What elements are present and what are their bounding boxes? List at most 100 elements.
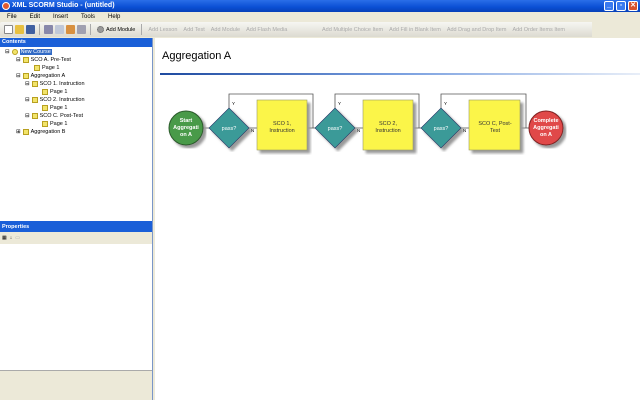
window-title: XML SCORM Studio - (untitled) xyxy=(12,2,115,9)
tree-node-page[interactable]: Page 1 xyxy=(42,89,67,95)
svg-text:Instruction: Instruction xyxy=(375,128,400,134)
svg-text:on A: on A xyxy=(180,132,192,138)
properties-description xyxy=(0,370,152,400)
sco-node-3[interactable]: SCO C, Post-Test xyxy=(468,99,521,151)
sco-node-1[interactable]: SCO 1,Instruction xyxy=(256,99,308,151)
add-drag-drop-button[interactable]: Add Drag and Drop Item xyxy=(446,26,507,33)
sco-icon xyxy=(31,81,38,87)
tree-node-page[interactable]: Page 1 xyxy=(42,121,67,127)
svg-text:pass?: pass? xyxy=(434,126,449,132)
app-icon xyxy=(2,2,10,10)
svg-text:Y: Y xyxy=(338,101,341,106)
preview-icon[interactable] xyxy=(77,25,86,34)
svg-text:pass?: pass? xyxy=(328,126,343,132)
main-canvas: Aggregation A Start Aggregati on A pass?… xyxy=(155,38,640,400)
tree-node-sco[interactable]: ⊟SCO 1. Instruction xyxy=(25,81,85,87)
svg-text:SCO C, Post-: SCO C, Post- xyxy=(478,121,511,127)
sort-alpha-icon[interactable]: ↓ xyxy=(9,235,13,241)
categorized-icon[interactable]: ▦ xyxy=(2,235,7,241)
contents-header: Contents xyxy=(0,38,152,47)
sco-icon xyxy=(31,97,38,103)
svg-text:on A: on A xyxy=(540,132,552,138)
add-multiple-choice-button[interactable]: Add Multiple Choice Item xyxy=(322,26,384,33)
folder-icon xyxy=(22,129,29,135)
svg-text:N: N xyxy=(357,128,360,133)
new-icon[interactable] xyxy=(4,25,13,34)
page-icon xyxy=(42,89,48,95)
page-title: Aggregation A xyxy=(162,50,232,62)
menu-tools[interactable]: Tools xyxy=(81,14,96,20)
menu-edit[interactable]: Edit xyxy=(29,14,41,20)
course-icon xyxy=(11,49,18,55)
tree-node-page[interactable]: Page 1 xyxy=(42,105,67,111)
open-icon[interactable] xyxy=(15,25,24,34)
properties-header: Properties xyxy=(0,223,152,232)
toolbar-overflow: Add Multiple Choice Item Add Fill in Bla… xyxy=(320,22,592,37)
paste-icon[interactable] xyxy=(66,25,75,34)
separator xyxy=(90,24,91,35)
svg-text:SCO 1,: SCO 1, xyxy=(273,121,292,127)
minimize-button[interactable]: _ xyxy=(604,1,614,11)
add-test-button[interactable]: Add Test xyxy=(183,26,205,33)
menu-insert[interactable]: Insert xyxy=(53,14,69,20)
cut-icon[interactable] xyxy=(44,25,53,34)
svg-text:pass?: pass? xyxy=(222,126,237,132)
toolbar: Add Module Add Lesson Add Test Add Modul… xyxy=(0,22,410,37)
collapse-icon[interactable]: ⊟ xyxy=(5,49,10,55)
title-divider xyxy=(160,73,640,75)
svg-text:Y: Y xyxy=(444,101,447,106)
add-module-button[interactable]: Add Module xyxy=(95,26,137,33)
save-icon[interactable] xyxy=(26,25,35,34)
tree-node-aggregation[interactable]: ⊟Aggregation A xyxy=(16,73,66,79)
svg-text:Aggregati: Aggregati xyxy=(173,125,199,131)
tree-node-sco[interactable]: ⊟SCO C. Post-Test xyxy=(25,113,84,119)
add-order-items-button[interactable]: Add Order Items Item xyxy=(512,26,566,33)
svg-text:Instruction: Instruction xyxy=(269,128,294,134)
separator xyxy=(141,24,143,35)
add-lesson-button[interactable]: Add Lesson xyxy=(148,26,178,33)
tree-node-sco[interactable]: ⊟SCO A. Pre-Test xyxy=(16,57,71,63)
left-panel: Contents ⊟New Course ⊟SCO A. Pre-Test Pa… xyxy=(0,38,153,400)
properties-toolbar: ▦↓▭ xyxy=(0,232,152,244)
svg-text:Start: Start xyxy=(180,118,193,124)
properties-panel: Properties ▦↓▭ xyxy=(0,223,152,244)
flow-diagram: Start Aggregati on A pass?YN SCO 1,Instr… xyxy=(168,93,564,151)
svg-text:N: N xyxy=(251,128,254,133)
title-bar: XML SCORM Studio - (untitled) _ ▫ ✕ xyxy=(0,0,640,12)
svg-text:SCO 2,: SCO 2, xyxy=(379,121,398,127)
folder-icon xyxy=(22,73,29,79)
page-icon xyxy=(34,65,40,71)
close-button[interactable]: ✕ xyxy=(628,1,638,11)
menu-help[interactable]: Help xyxy=(108,14,121,20)
start-node[interactable]: Start Aggregati on A xyxy=(168,110,204,146)
tree-node-page[interactable]: Page 1 xyxy=(34,65,59,71)
sco-icon xyxy=(31,113,38,119)
svg-text:Complete: Complete xyxy=(533,118,558,124)
sco-icon xyxy=(22,57,29,63)
menu-bar: File Edit Insert Tools Help xyxy=(0,12,640,22)
svg-text:Test: Test xyxy=(490,128,501,134)
svg-text:Aggregati: Aggregati xyxy=(533,125,559,131)
menu-file[interactable]: File xyxy=(7,14,17,20)
end-node[interactable]: Complete Aggregati on A xyxy=(528,110,564,146)
restore-button[interactable]: ▫ xyxy=(616,1,626,11)
svg-text:N: N xyxy=(463,128,466,133)
separator xyxy=(39,24,40,35)
tree-node-course[interactable]: ⊟New Course xyxy=(5,49,52,55)
svg-text:Y: Y xyxy=(232,101,235,106)
property-pages-icon[interactable]: ▭ xyxy=(15,235,20,241)
decision-node-1[interactable]: pass? Y N xyxy=(208,101,254,149)
tree-node-sco[interactable]: ⊟SCO 2. Instruction xyxy=(25,97,85,103)
gear-icon xyxy=(97,26,104,33)
decision-node-2[interactable]: pass? Y N xyxy=(314,101,360,149)
add-module-disabled-button[interactable]: Add Module xyxy=(210,26,241,33)
page-icon xyxy=(42,105,48,111)
copy-icon[interactable] xyxy=(55,25,64,34)
contents-tree[interactable]: ⊟New Course ⊟SCO A. Pre-Test Page 1 ⊟Agg… xyxy=(0,47,152,223)
tree-node-aggregation[interactable]: ⊞Aggregation B xyxy=(16,129,66,135)
add-flash-media-button[interactable]: Add Flash Media xyxy=(246,26,288,33)
page-icon xyxy=(42,121,48,127)
sco-node-2[interactable]: SCO 2,Instruction xyxy=(362,99,414,151)
add-fill-in-blank-button[interactable]: Add Fill in Blank Item xyxy=(389,26,441,33)
decision-node-3[interactable]: pass? Y N xyxy=(420,101,466,149)
